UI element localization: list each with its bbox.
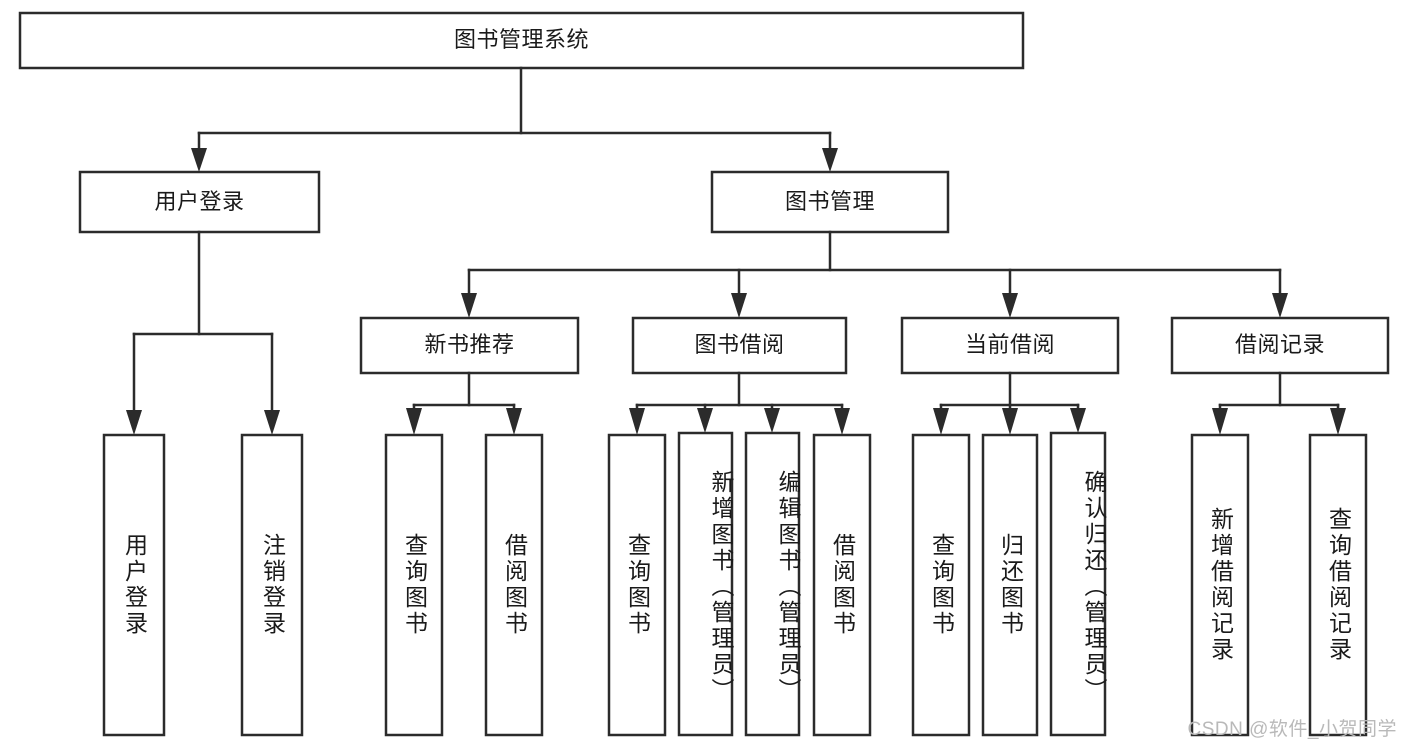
arrowhead-leaf-logout bbox=[264, 410, 280, 435]
arrowhead-leaf-borrow-book-b bbox=[834, 408, 850, 435]
node-box-leaf-user-login[interactable] bbox=[102, 433, 166, 737]
node-box-leaf-add-record[interactable] bbox=[1190, 433, 1250, 737]
node-box-leaf-query-record[interactable] bbox=[1308, 433, 1368, 737]
arrowhead-new-book-recommend bbox=[461, 293, 477, 318]
arrowhead-leaf-return-book bbox=[1002, 408, 1018, 435]
arrowhead-current-borrow bbox=[1002, 293, 1018, 318]
arrowhead-leaf-edit-book bbox=[764, 408, 780, 433]
arrowhead-leaf-query-record bbox=[1330, 408, 1346, 435]
arrowhead-book-borrow bbox=[731, 293, 747, 318]
arrowhead-leaf-add-record bbox=[1212, 408, 1228, 435]
arrowhead-leaf-user-login bbox=[126, 410, 142, 435]
node-box-book-management[interactable] bbox=[710, 170, 950, 234]
arrowhead-leaf-borrow-book-a bbox=[506, 408, 522, 435]
node-box-leaf-confirm-return[interactable] bbox=[1049, 431, 1107, 737]
node-box-leaf-borrow-book-b[interactable] bbox=[812, 433, 872, 737]
arrowhead-borrow-record bbox=[1272, 293, 1288, 318]
node-box-book-borrow[interactable] bbox=[631, 316, 848, 375]
node-box-leaf-logout[interactable] bbox=[240, 433, 304, 737]
node-box-new-book-recommend[interactable] bbox=[359, 316, 580, 375]
node-box-leaf-return-book[interactable] bbox=[981, 433, 1039, 737]
watermark-text: CSDN @软件_小贺同学 bbox=[1187, 719, 1397, 740]
node-box-root[interactable] bbox=[18, 11, 1025, 70]
arrowhead-leaf-add-book bbox=[697, 408, 713, 433]
arrowhead-book-management bbox=[822, 148, 838, 172]
arrowhead-leaf-confirm-return bbox=[1070, 408, 1086, 433]
arrowhead-leaf-query-book-b bbox=[629, 408, 645, 435]
node-box-leaf-query-book-c[interactable] bbox=[911, 433, 971, 737]
node-box-leaf-add-book[interactable] bbox=[677, 431, 734, 737]
node-box-leaf-borrow-book-a[interactable] bbox=[484, 433, 544, 737]
node-box-current-borrow[interactable] bbox=[900, 316, 1120, 375]
node-box-user-login[interactable] bbox=[78, 170, 321, 234]
node-box-leaf-query-book-a[interactable] bbox=[384, 433, 444, 737]
node-box-leaf-edit-book[interactable] bbox=[744, 431, 801, 737]
node-box-borrow-record[interactable] bbox=[1170, 316, 1390, 375]
arrowhead-leaf-query-book-a bbox=[406, 408, 422, 435]
arrowhead-leaf-query-book-c bbox=[933, 408, 949, 435]
node-box-leaf-query-book-b[interactable] bbox=[607, 433, 667, 737]
arrowhead-user-login bbox=[191, 148, 207, 172]
